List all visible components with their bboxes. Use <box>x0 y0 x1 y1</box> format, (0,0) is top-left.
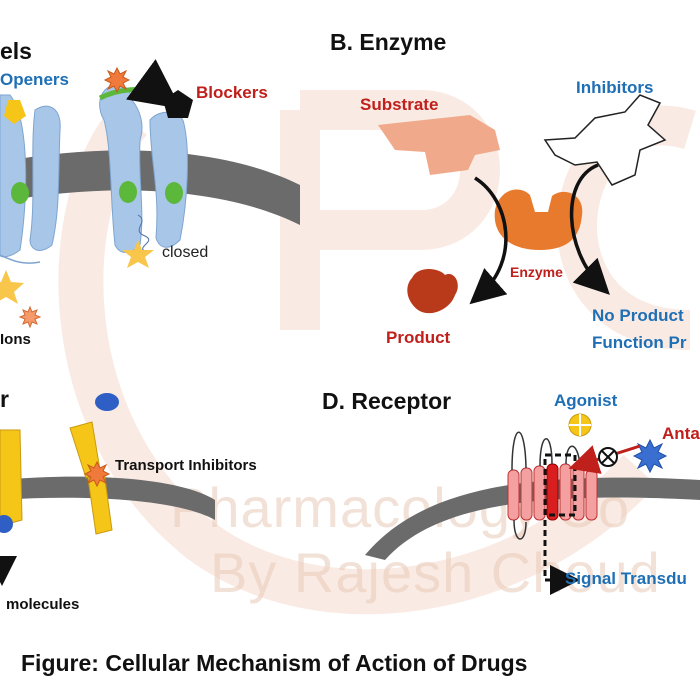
opener-drug-icon <box>4 100 26 124</box>
signal-arrow <box>543 520 580 595</box>
receptor-loops <box>511 431 581 540</box>
receptor-helices <box>507 463 598 521</box>
sun-icon-small <box>103 66 131 94</box>
ion-star-2 <box>18 305 42 329</box>
block-symbol-line-2 <box>601 450 615 464</box>
blocker-drug-icon <box>163 90 193 118</box>
watermark-line2: By Rajesh Choud <box>210 541 661 604</box>
inhibitors-label: Inhibitors <box>576 78 654 97</box>
panel-c-title: r <box>0 386 9 412</box>
no-product-label-line2: Function Pr <box>592 333 687 352</box>
blockers-label: Blockers <box>196 83 268 102</box>
membrane-a <box>0 150 300 225</box>
no-product-label: No Product <box>592 306 684 325</box>
enzyme-shape <box>494 189 583 250</box>
channel-coil <box>137 214 150 253</box>
closed-label: closed <box>162 244 209 261</box>
agonist-label: Agonist <box>554 391 618 410</box>
product-label: Product <box>386 328 451 347</box>
enzyme-arrow-no-product <box>569 163 610 295</box>
antagonist-icon <box>632 438 668 474</box>
substrate-shape <box>378 115 500 175</box>
panel-d-title: D. Receptor <box>322 388 452 414</box>
panel-a-title: els <box>0 38 32 64</box>
transporter-right <box>69 421 113 535</box>
transporter-left <box>0 429 23 526</box>
ion-channel-closed <box>99 84 188 253</box>
ion-star-1 <box>0 270 24 304</box>
ion-star-closed <box>122 240 154 268</box>
inhibitor-shape <box>543 94 667 186</box>
transported-molecule <box>95 393 119 411</box>
panel-b-title: B. Enzyme <box>330 29 447 55</box>
signal-transduction-label: Signal Transdu <box>565 569 687 588</box>
enzyme-label: Enzyme <box>510 264 563 280</box>
blocker-arrow <box>98 59 182 109</box>
product-shape <box>407 269 458 314</box>
figure-caption: Figure: Cellular Mechanism of Action of … <box>21 650 528 676</box>
molecule-inside <box>0 515 13 533</box>
openers-label: Openers <box>0 70 69 89</box>
ion-wave <box>0 254 41 264</box>
receptor-binding-site <box>543 453 577 517</box>
transport-inhibitor-icon <box>83 460 111 488</box>
substrate-label: Substrate <box>360 95 439 114</box>
antagonist-label: Anta <box>662 424 700 443</box>
ions-label: Ions <box>0 331 31 348</box>
watermark-circle <box>58 105 657 615</box>
molecules-label: molecules <box>6 596 80 613</box>
enzyme-arrow-product <box>469 176 508 305</box>
transport-inhibitors-label: Transport Inhibitors <box>115 457 257 474</box>
